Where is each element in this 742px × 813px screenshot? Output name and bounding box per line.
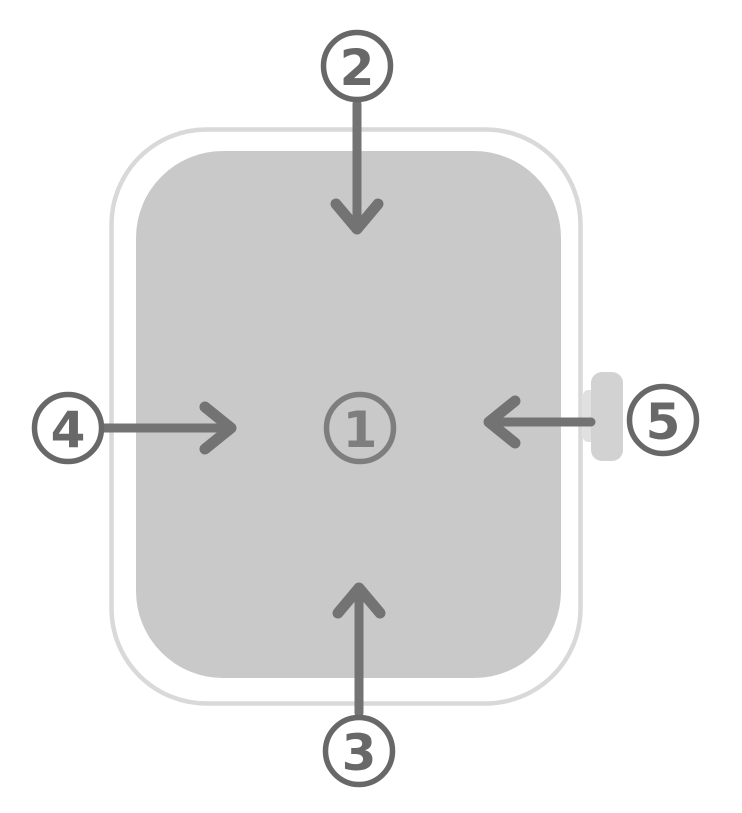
callout-2-badge: 2 <box>320 29 394 103</box>
callout-1-number: 1 <box>343 401 378 459</box>
callout-1-circle <box>323 391 397 465</box>
callout-4-arrow <box>99 401 237 455</box>
arrow-down-icon <box>330 198 384 235</box>
callout-4-number: 4 <box>51 401 86 459</box>
device-screen <box>136 151 561 678</box>
callout-2-arrow <box>330 99 384 235</box>
callout-1-badge: 1 <box>323 391 397 465</box>
side-button <box>591 372 623 461</box>
callout-3-arrow <box>332 582 386 718</box>
callout-2-circle <box>320 29 394 103</box>
callout-3-badge: 3 <box>322 714 396 788</box>
callout-4-circle <box>31 391 105 465</box>
callout-3-number: 3 <box>342 724 377 782</box>
callout-5-arrow <box>483 395 596 449</box>
arrow-left-icon <box>483 395 521 449</box>
callout-5-circle <box>626 383 700 457</box>
callout-3-circle <box>322 714 396 788</box>
callout-4-badge: 4 <box>31 391 105 465</box>
callout-2-number: 2 <box>340 39 375 97</box>
arrow-right-icon <box>199 401 237 455</box>
callout-5-badge: 5 <box>626 383 700 457</box>
callout-5-number: 5 <box>646 393 681 451</box>
arrow-up-icon <box>332 582 386 619</box>
